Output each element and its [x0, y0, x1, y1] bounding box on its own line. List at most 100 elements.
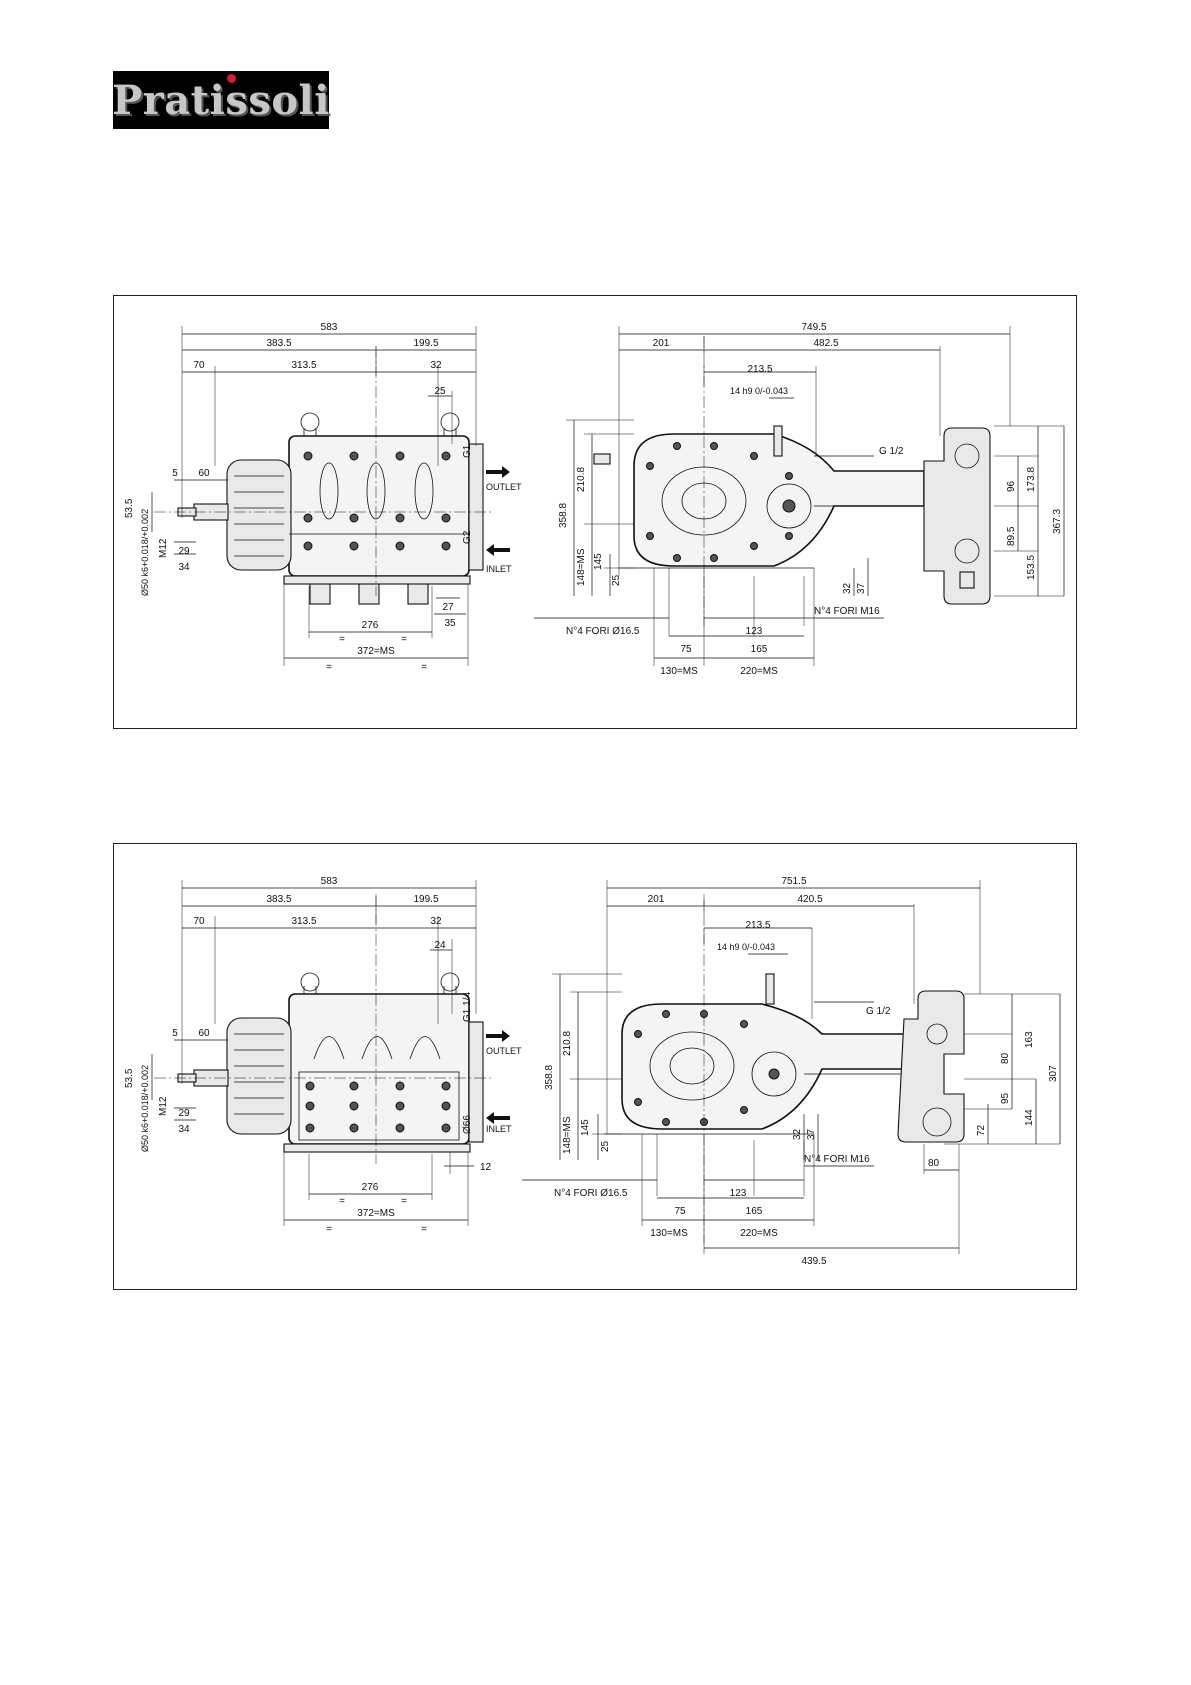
pump-front-view [154, 346, 494, 605]
pump-drawing-2: 583 383.5 199.5 70 313.5 32 24 5 60 53.5… [124, 876, 1061, 1267]
dim-37-side: 37 [856, 582, 867, 594]
dim-213-5-2: 213.5 [745, 920, 770, 931]
dim-276-2: 276 [362, 1182, 379, 1193]
dim-148-ms-2: 148=MS [562, 1116, 573, 1154]
side-bottom-dimensions-2: N°4 FORI Ø16.5 N°4 FORI M16 123 75 165 1… [522, 1134, 960, 1267]
outlet-label: OUTLET [486, 482, 522, 492]
dim-96: 96 [1006, 480, 1017, 492]
dim-25: 25 [434, 386, 446, 397]
side-right-dimensions-2: 163 80 95 144 307 72 [944, 993, 1061, 1145]
dim-276: 276 [362, 620, 379, 631]
dim-201-2: 201 [648, 894, 665, 905]
dim-29-2: 29 [178, 1108, 190, 1119]
eq-left-1: = [339, 634, 345, 645]
bottom-dimensions-2: 12 276 = = 372=MS = = [283, 1152, 492, 1235]
inlet-label-2: INLET [486, 1124, 512, 1134]
inlet-arrow-icon [486, 544, 510, 556]
dim-35: 35 [444, 618, 456, 629]
dim-383-5-2: 383.5 [266, 894, 291, 905]
dim-32: 32 [430, 360, 442, 371]
outlet-size-2: G1 1/4 [462, 992, 473, 1022]
dim-358-8: 358.8 [558, 503, 569, 528]
eq-right-4: = [421, 1224, 427, 1235]
side-bottom-dimensions: N°4 FORI Ø16.5 N°4 FORI M16 123 75 165 1… [534, 568, 884, 677]
dim-201: 201 [653, 338, 670, 349]
dim-60-2: 60 [198, 1028, 210, 1039]
outlet-size: G1 [462, 444, 473, 458]
inlet-size: G2 [462, 530, 473, 544]
port-g-1-2: G 1/2 [879, 446, 904, 457]
dim-148-ms: 148=MS [576, 548, 587, 586]
dim-130-ms: 130=MS [660, 666, 698, 677]
dim-60: 60 [198, 468, 210, 479]
dim-123: 123 [746, 626, 763, 637]
dim-153-5: 153.5 [1026, 555, 1037, 580]
eq-left-4: = [326, 1224, 332, 1235]
dim-173-8: 173.8 [1026, 467, 1037, 492]
dim-220-ms-2: 220=MS [740, 1228, 778, 1239]
inlet-arrow-icon-2 [486, 1112, 510, 1124]
bottom-dimensions: 27 35 276 = = 372=MS = = [283, 584, 469, 673]
dim-29: 29 [178, 546, 190, 557]
pump-front-view-2 [154, 894, 494, 1164]
key-tolerance-2: 14 h9 0/-0.043 [717, 942, 775, 952]
dim-34: 34 [178, 562, 190, 573]
holes-16-5-2: N°4 FORI Ø16.5 [554, 1188, 628, 1199]
dim-130-ms-2: 130=MS [650, 1228, 688, 1239]
dim-75-2: 75 [674, 1206, 686, 1217]
dim-213-5: 213.5 [747, 364, 772, 375]
drawing-panel-1: 583 383.5 199.5 70 313.5 32 25 5 60 53.5… [113, 295, 1077, 729]
dim-80-bottom: 80 [928, 1158, 940, 1169]
dim-165: 165 [751, 644, 768, 655]
dim-53-5: 53.5 [124, 498, 135, 518]
side-top-dimensions: 749.5 201 482.5 213.5 14 h9 0/-0.043 G 1… [618, 322, 1011, 576]
dim-25-side-2: 25 [600, 1140, 611, 1152]
drawing-panel-2: 583 383.5 199.5 70 313.5 32 24 5 60 53.5… [113, 843, 1077, 1290]
bolt-pattern-2 [305, 1081, 451, 1133]
side-top-dimensions-2: 751.5 201 420.5 213.5 14 h9 0/-0.043 G 1… [606, 876, 981, 1134]
brand-logo: Pratissoli [112, 71, 329, 129]
dim-80-right: 80 [1000, 1052, 1011, 1064]
dim-70-2: 70 [193, 916, 205, 927]
top-dimensions: 583 383.5 199.5 70 313.5 32 25 [181, 322, 477, 518]
dim-439-5: 439.5 [801, 1256, 826, 1267]
dim-5-2: 5 [172, 1028, 178, 1039]
dim-32-2: 32 [430, 916, 442, 927]
dim-123-2: 123 [730, 1188, 747, 1199]
key-tolerance: 14 h9 0/-0.043 [730, 386, 788, 396]
shaft-dimensions: 5 60 53.5 M12 29 34 Ø50 k6+0.018/+0.002 [124, 468, 228, 596]
dim-199-5: 199.5 [413, 338, 438, 349]
dim-95: 95 [1000, 1092, 1011, 1104]
dim-751-5: 751.5 [781, 876, 806, 887]
dim-75: 75 [680, 644, 692, 655]
dim-210-8: 210.8 [576, 467, 587, 492]
dim-313-5-2: 313.5 [291, 916, 316, 927]
holes-16-5: N°4 FORI Ø16.5 [566, 626, 640, 637]
dim-5: 5 [172, 468, 178, 479]
dim-313-5: 313.5 [291, 360, 316, 371]
eq-left-2: = [326, 662, 332, 673]
dim-32-side: 32 [842, 582, 853, 594]
dim-27: 27 [442, 602, 454, 613]
dim-144: 144 [1024, 1109, 1035, 1126]
dim-420-5: 420.5 [797, 894, 822, 905]
dim-199-5-2: 199.5 [413, 894, 438, 905]
inlet-size-2: Ø66 [462, 1115, 473, 1134]
eq-left-3: = [339, 1196, 345, 1207]
dim-383-5: 383.5 [266, 338, 291, 349]
thread-m12: M12 [158, 538, 169, 558]
bolt-pattern-side [646, 442, 793, 562]
outlet-arrow-icon-2 [486, 1030, 510, 1042]
dim-145: 145 [593, 553, 604, 570]
dim-749-5: 749.5 [801, 322, 826, 333]
dim-482-5: 482.5 [813, 338, 838, 349]
dim-70: 70 [193, 360, 205, 371]
logo-red-dot [227, 74, 236, 83]
eq-right-1: = [401, 634, 407, 645]
pump-side-view-2 [604, 894, 965, 1244]
dim-37-side-2: 37 [806, 1128, 817, 1140]
ports: G1 OUTLET G2 INLET [462, 444, 522, 574]
inlet-label: INLET [486, 564, 512, 574]
outlet-arrow-icon [486, 466, 510, 478]
shaft-dimensions-2: 5 60 53.5 M12 29 34 Ø50 k6+0.018/+0.002 [124, 1028, 228, 1152]
